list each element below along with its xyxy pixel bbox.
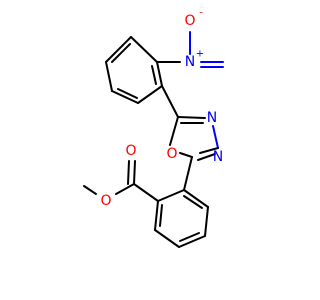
nitro-group <box>156 31 224 68</box>
atom-label: N <box>207 110 217 126</box>
bond <box>83 185 97 195</box>
atom-nitro-o-minus: O - <box>184 8 203 30</box>
bond <box>169 116 179 146</box>
bond <box>133 183 159 202</box>
bond <box>197 153 216 161</box>
bond <box>204 206 209 237</box>
bond <box>130 36 158 63</box>
bond <box>111 90 139 104</box>
atom-ring-n1: N <box>207 110 217 126</box>
bond <box>199 147 219 154</box>
atom-ester-o: O <box>100 193 111 209</box>
bond <box>156 61 163 87</box>
bond <box>105 61 113 92</box>
bond <box>179 152 193 158</box>
bond <box>183 189 209 208</box>
bond <box>157 189 185 202</box>
atom-ester-carbonyl-o: O <box>125 143 136 159</box>
atom-label: N <box>213 149 223 165</box>
atom-label: O <box>166 146 177 162</box>
atom-nitro-n: N + <box>185 49 204 71</box>
bond <box>183 156 193 191</box>
bond <box>212 125 219 149</box>
methyl-ester-group <box>83 160 159 202</box>
atom-label: O <box>125 143 136 159</box>
bond <box>178 235 206 248</box>
bond <box>115 183 135 195</box>
bond <box>137 85 163 104</box>
atom-label: O <box>184 13 195 29</box>
structure-diagram: O - N + N N O O O <box>83 8 224 248</box>
bond <box>161 85 179 118</box>
bond <box>179 232 200 242</box>
bond <box>183 195 203 209</box>
nitrophenyl-ring <box>105 36 163 104</box>
atom-label: O <box>100 193 111 209</box>
bond <box>154 200 159 231</box>
atom-ring-o: O <box>166 146 177 162</box>
bond <box>177 116 206 119</box>
bond <box>151 65 157 85</box>
bond <box>127 160 130 185</box>
atom-ring-n2: N <box>213 149 223 165</box>
charge-label: + <box>196 49 204 60</box>
oxadiazole-ring <box>169 116 219 161</box>
atom-label: N <box>185 54 195 70</box>
molecule-svg: O - N + N N O O O <box>83 8 224 248</box>
bond <box>133 160 136 185</box>
bond <box>117 88 138 99</box>
bond <box>159 204 163 227</box>
benzoate-ring <box>154 189 209 248</box>
bond <box>154 229 180 248</box>
charge-label: - <box>199 8 203 19</box>
bond <box>111 43 131 63</box>
bond <box>105 36 132 63</box>
